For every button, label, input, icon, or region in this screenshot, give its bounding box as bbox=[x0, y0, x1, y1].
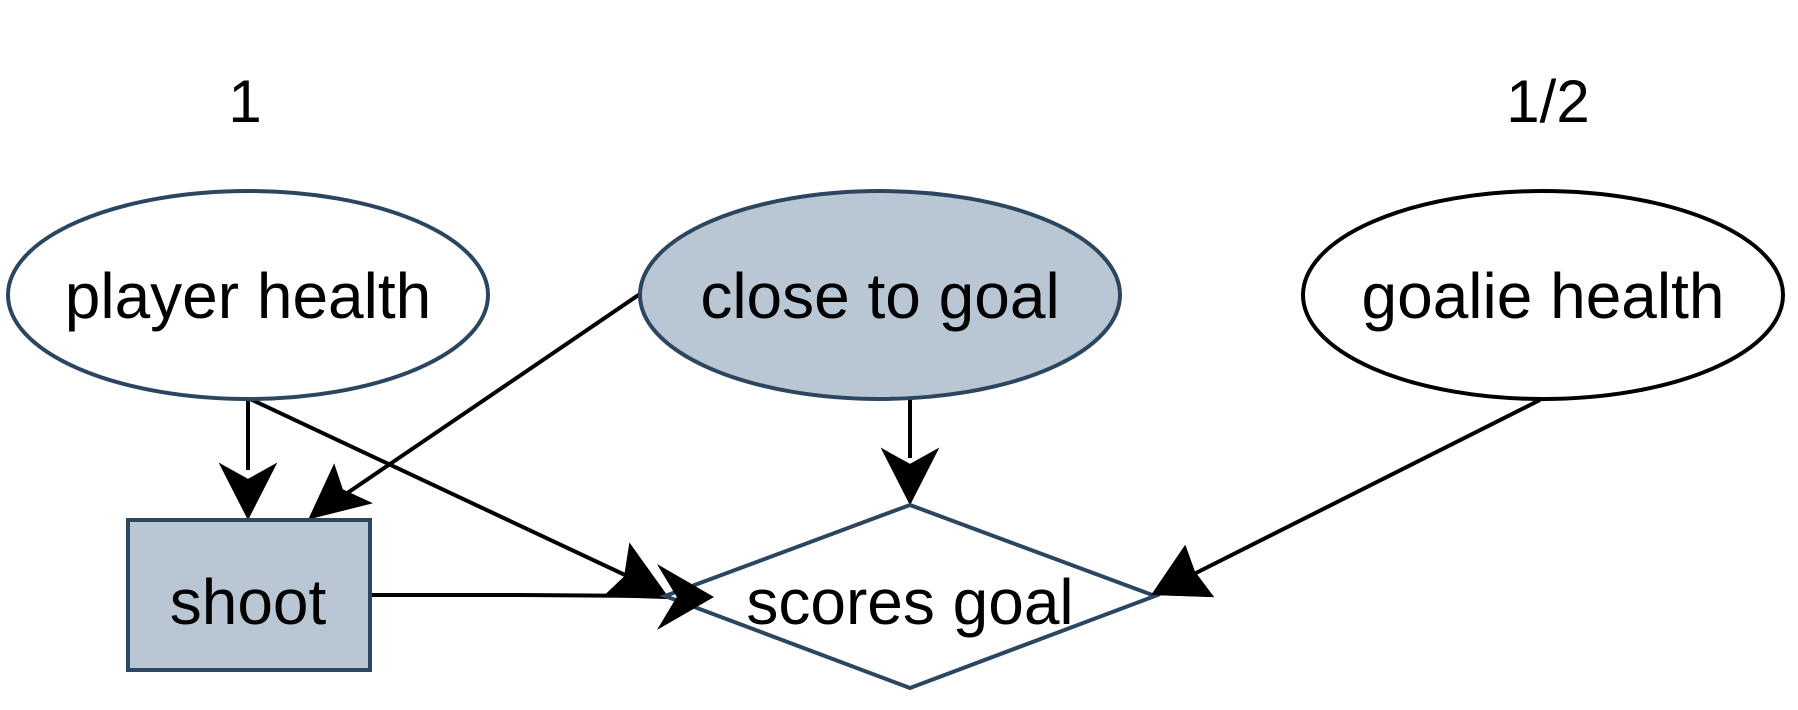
scores-goal-shape bbox=[659, 502, 1161, 691]
edge-close-to-goal-to-shoot bbox=[338, 292, 642, 500]
player-health-shape bbox=[6, 189, 490, 401]
node-close-to-goal[interactable]: close to goal bbox=[638, 189, 1122, 401]
node-player-health[interactable]: player health bbox=[6, 189, 490, 401]
goalie-health-shape bbox=[1301, 189, 1785, 401]
close-to-goal-shape bbox=[638, 189, 1122, 401]
left-top-label: 1 bbox=[228, 68, 261, 135]
overlay-arrowhead-goalie-health-to-scores-goal bbox=[1151, 544, 1215, 598]
overlay-arrowheads bbox=[657, 544, 1215, 630]
arrowhead-close-to-goal-to-scores-goal bbox=[880, 447, 940, 506]
player-health-label: player health bbox=[65, 260, 431, 332]
node-goalie-health[interactable]: goalie health bbox=[1301, 189, 1785, 401]
shoot-label: shoot bbox=[170, 566, 327, 638]
edge-player-health-to-scores-goal bbox=[247, 396, 641, 584]
scores-goal-label: scores goal bbox=[746, 566, 1073, 638]
close-to-goal-label: close to goal bbox=[700, 260, 1059, 332]
node-scores-goal[interactable]: scores goal bbox=[659, 502, 1161, 691]
shoot-shape bbox=[126, 518, 372, 672]
edge-shoot-to-scores-goal bbox=[370, 593, 661, 598]
node-shoot[interactable]: shoot bbox=[126, 518, 372, 672]
right-top-label: 1/2 bbox=[1506, 68, 1589, 135]
arrowhead-player-health-to-shoot bbox=[218, 462, 278, 521]
overlay-arrowhead-shoot-to-scores-goal bbox=[657, 564, 715, 630]
arrowhead-close-to-goal-to-shoot bbox=[308, 463, 373, 520]
goalie-health-label: goalie health bbox=[1362, 260, 1725, 332]
edge-goalie-health-to-scores-goal bbox=[1187, 398, 1541, 579]
